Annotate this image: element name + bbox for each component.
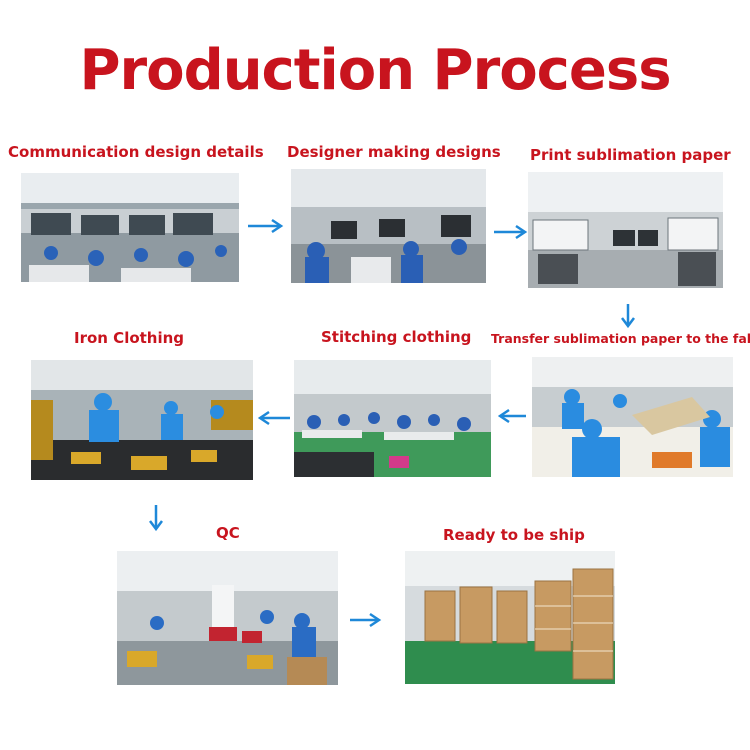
arrow-right-icon [246,218,286,234]
arrow-down-icon [620,302,636,330]
step-label-ready: Ready to be ship [443,526,585,544]
arrow-left-icon [498,408,528,424]
step-label-stitching: Stitching clothing [321,328,472,346]
page-title: Production Process [79,38,671,103]
photo-office-floor [21,173,239,282]
photo-ready-to-ship [405,551,615,684]
step-label-print: Print sublimation paper [530,146,731,164]
step-label-transfer: Transfer sublimation paper to the fabric [491,331,750,346]
arrow-left-icon [258,410,292,426]
photo-designers [291,169,486,283]
step-label-designer: Designer making designs [287,143,501,161]
arrow-right-icon [348,612,384,628]
photo-sublimation-printers [528,172,723,288]
photo-stitching [294,360,491,477]
arrow-down-icon [148,503,164,533]
step-label-communication: Communication design details [8,143,264,161]
arrow-right-icon [492,224,530,240]
step-label-iron: Iron Clothing [74,329,185,347]
photo-iron-clothing [31,360,253,480]
photo-qc [117,551,338,685]
step-label-qc: QC [216,524,240,542]
photo-transfer-fabric [532,357,733,477]
